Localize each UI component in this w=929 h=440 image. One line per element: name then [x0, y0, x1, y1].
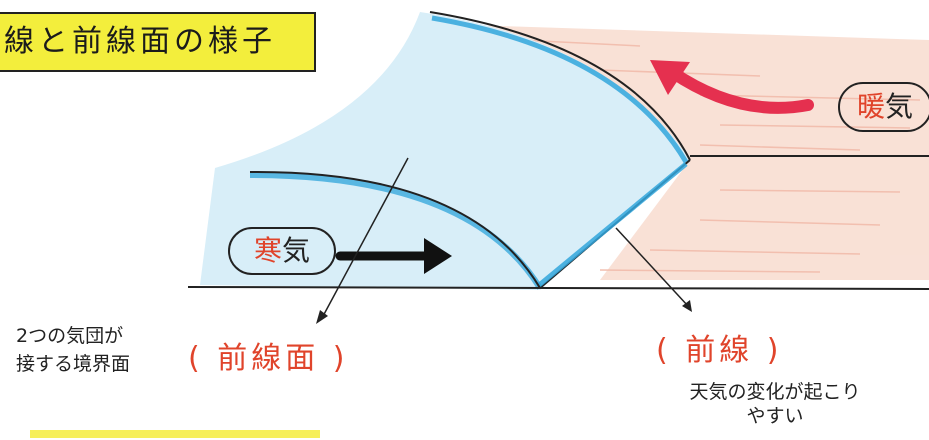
frontal-surface-blue	[431, 15, 689, 164]
warm-air-label: 暖気	[838, 82, 929, 132]
warm-air-suffix: 気	[885, 90, 914, 123]
page-title: 線と前線面の様子	[0, 12, 316, 72]
front-pointer-line	[615, 227, 689, 307]
frontal-surface-description: 2つの気団が 接する境界面	[16, 322, 130, 378]
surface-pointer-line	[321, 157, 409, 319]
front-desc-line2: やすい	[746, 405, 804, 427]
front-tip-blue	[536, 162, 688, 288]
cold-air-label: 寒気	[228, 227, 336, 275]
surface-pointer-head	[316, 310, 328, 324]
warm-air-arrowhead	[650, 60, 690, 95]
front-pointer-head	[682, 300, 692, 312]
warm-air-arrow	[666, 66, 814, 114]
surface-desc-line1: 2つの気団が	[16, 325, 124, 347]
cold-air-arrowhead	[424, 238, 452, 274]
ground-line	[187, 286, 929, 290]
frontal-surface-line	[429, 11, 691, 161]
bottom-highlight	[30, 430, 320, 438]
cold-front-curve	[249, 170, 541, 289]
front-name: ( 前線 )	[656, 333, 783, 368]
warm-air-prefix: 暖	[856, 90, 885, 123]
front-desc-line1: 天気の変化が起こり	[689, 381, 861, 403]
cold-air-suffix: 気	[282, 234, 311, 267]
cold-air-prefix: 寒	[253, 234, 282, 267]
frontal-surface-name: ( 前線面 )	[188, 341, 349, 376]
front-description: 天気の変化が起こり やすい	[650, 380, 900, 428]
surface-desc-line2: 接する境界面	[16, 353, 131, 375]
